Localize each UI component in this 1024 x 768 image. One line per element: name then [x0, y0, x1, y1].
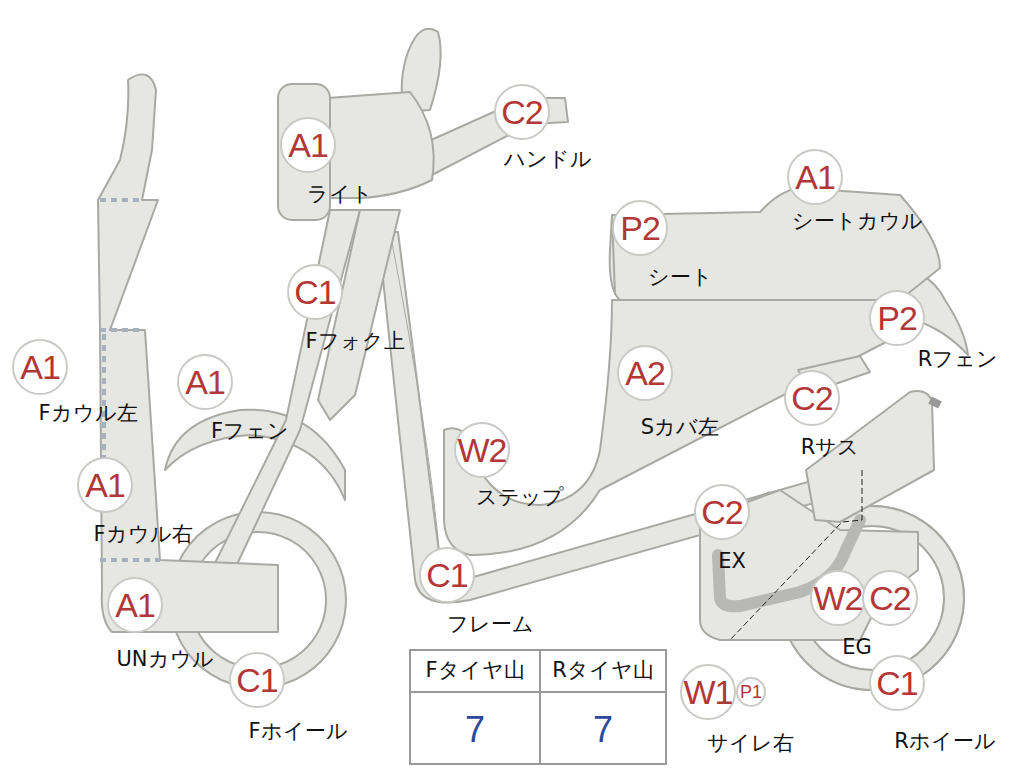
callout-circle: A2 — [617, 345, 673, 401]
callout-code: C1 — [876, 666, 917, 700]
callout-circle: W2 — [454, 422, 510, 478]
part-name: UNカウル — [116, 648, 213, 671]
part-name: ステップ — [476, 486, 564, 509]
part-name: Fカウル右 — [93, 523, 192, 546]
damage-callout: A1UNカウル — [107, 577, 163, 633]
callout-code: P2 — [620, 211, 660, 245]
part-name: Rフェン — [918, 348, 999, 371]
table-header: Fタイヤ山 — [425, 659, 524, 682]
part-name: ハンドル — [504, 148, 592, 171]
damage-callout: C2 — [862, 570, 918, 626]
part-name: ライト — [307, 183, 373, 206]
callout-code: W2 — [458, 433, 507, 467]
callout-circle: A1 — [77, 457, 133, 513]
callout-code: A1 — [288, 128, 328, 162]
callout-circle: C1 — [287, 264, 343, 320]
damage-callout: A1シートカウル — [787, 149, 843, 205]
tire-table — [410, 650, 666, 764]
damage-callout: C1Fフォク上 — [287, 264, 343, 320]
callout-circle: A1 — [787, 149, 843, 205]
callout-code: A1 — [20, 350, 60, 384]
part-name: EG — [842, 636, 872, 659]
callout-circle: W2 — [810, 570, 866, 626]
callout-circle: P2 — [869, 290, 925, 346]
callout-circle: W1 — [680, 664, 736, 720]
damage-callout: A2Sカバ左 — [617, 345, 673, 401]
callout-code: C2 — [791, 381, 832, 415]
callout-circle: P2 — [612, 200, 668, 256]
callout-circle: C2 — [862, 570, 918, 626]
callout-circle: C1 — [869, 655, 925, 711]
callout-code: P1 — [740, 683, 762, 701]
callout-circle: C2 — [784, 370, 840, 426]
part-name: サイレ右 — [707, 732, 794, 755]
part-name: Fフォク上 — [305, 330, 404, 353]
damage-callout: A1Fカウル右 — [77, 457, 133, 513]
part-name: Fホイール — [248, 720, 347, 743]
part-name: Rホイール — [894, 730, 996, 753]
damage-callout: W1サイレ右 — [680, 664, 736, 720]
callout-circle: A1 — [107, 577, 163, 633]
damage-callout: C1フレーム — [419, 547, 475, 603]
damage-callout: A1Fフェン — [177, 354, 233, 410]
damage-callout: C2EX — [694, 484, 750, 540]
damage-callout: P2シート — [612, 200, 668, 256]
callout-circle: C1 — [229, 652, 285, 708]
callout-code: W2 — [814, 581, 863, 615]
part-name: EX — [718, 550, 746, 573]
part-name: Sカバ左 — [641, 416, 719, 439]
table-value: 7 — [465, 710, 485, 750]
callout-code: C1 — [426, 558, 467, 592]
callout-circle: C2 — [694, 484, 750, 540]
callout-code: P2 — [877, 301, 917, 335]
callout-code: A1 — [185, 365, 225, 399]
damage-callout: P1 — [736, 677, 766, 707]
damage-callout: C2Rサス — [784, 370, 840, 426]
callout-code: A1 — [795, 160, 835, 194]
callout-circle: A1 — [177, 354, 233, 410]
callout-circle: C1 — [419, 547, 475, 603]
callout-circle: A1 — [280, 117, 336, 173]
callout-circle: C2 — [494, 84, 550, 140]
callout-code: A1 — [85, 468, 125, 502]
part-name: Fカウル左 — [38, 402, 137, 425]
callout-circle: A1 — [12, 339, 68, 395]
table-value: 7 — [593, 710, 613, 750]
part-name: シートカウル — [792, 210, 923, 233]
callout-circle: P1 — [736, 677, 766, 707]
part-name: シート — [648, 266, 713, 289]
callout-code: A2 — [625, 356, 665, 390]
damage-callout: A1Fカウル左 — [12, 339, 68, 395]
damage-callout: C1Fホイール — [229, 652, 285, 708]
callout-code: C2 — [501, 95, 542, 129]
part-name: Fフェン — [211, 420, 289, 443]
callout-code: A1 — [115, 588, 155, 622]
part-name: Rサス — [801, 436, 860, 459]
damage-callout: C1Rホイール — [869, 655, 925, 711]
callout-code: C2 — [701, 495, 742, 529]
callout-code: C1 — [236, 663, 277, 697]
callout-code: C1 — [294, 275, 335, 309]
table-header: Rタイヤ山 — [552, 659, 654, 682]
damage-callout: W2EG — [810, 570, 866, 626]
damage-callout: W2ステップ — [454, 422, 510, 478]
part-name: フレーム — [447, 613, 534, 636]
damage-callout: A1ライト — [280, 117, 336, 173]
callout-code: C2 — [869, 581, 910, 615]
damage-callout: P2Rフェン — [869, 290, 925, 346]
damage-callout: C2ハンドル — [494, 84, 550, 140]
callout-code: W1 — [684, 675, 733, 709]
